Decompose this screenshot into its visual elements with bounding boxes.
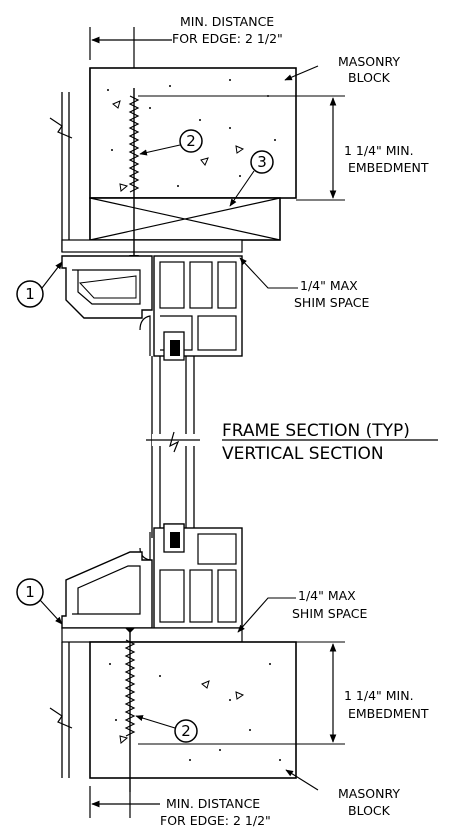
top-wall-lines bbox=[49, 68, 91, 252]
bottom-min-distance-label-1: MIN. DISTANCE bbox=[166, 796, 260, 811]
top-callout-3-leader bbox=[229, 170, 255, 207]
top-callout-2: 2 bbox=[186, 132, 196, 150]
bottom-callout-2-circle bbox=[174, 719, 198, 743]
bottom-shim-label-1: 1/4" MAX bbox=[298, 588, 356, 603]
top-shim-leader bbox=[239, 257, 298, 289]
bottom-embedment-label-2: EMBEDMENT bbox=[348, 706, 429, 721]
top-concrete-speckle bbox=[107, 79, 276, 192]
top-callout-1-leader bbox=[41, 261, 63, 289]
top-min-distance-label-1: MIN. DISTANCE bbox=[180, 14, 274, 29]
title-line-2: VERTICAL SECTION bbox=[222, 444, 384, 464]
bottom-frame-profile bbox=[61, 523, 243, 629]
bottom-wall-lines bbox=[49, 642, 73, 778]
bottom-embedment-label-1: 1 1/4" MIN. bbox=[344, 688, 414, 703]
top-callout-2-leader bbox=[139, 144, 181, 156]
top-wood-buck bbox=[89, 197, 281, 241]
bottom-callout-2: 2 bbox=[181, 722, 191, 740]
bottom-shim-label-2: SHIM SPACE bbox=[292, 606, 368, 621]
top-masonry-leader bbox=[284, 65, 319, 81]
bottom-callout-1-leader bbox=[39, 599, 63, 625]
top-embedment-dimension bbox=[138, 95, 345, 201]
top-callout-3: 3 bbox=[257, 153, 267, 171]
top-embedment-label-2: EMBEDMENT bbox=[348, 160, 429, 175]
bottom-callout-1: 1 bbox=[25, 583, 35, 601]
top-callout-1: 1 bbox=[25, 285, 35, 303]
bottom-min-distance-label-2: FOR EDGE: 2 1/2" bbox=[160, 813, 271, 828]
bottom-callout-1-circle bbox=[16, 578, 44, 606]
top-min-distance-label-2: FOR EDGE: 2 1/2" bbox=[172, 31, 283, 46]
top-shim-label-2: SHIM SPACE bbox=[294, 295, 370, 310]
top-callout-1-circle bbox=[16, 280, 44, 308]
top-shim bbox=[61, 239, 243, 253]
top-masonry-label-2: BLOCK bbox=[348, 70, 391, 85]
top-frame-profile bbox=[61, 255, 243, 361]
top-embedment-label-1: 1 1/4" MIN. bbox=[344, 143, 414, 158]
bottom-screw bbox=[124, 628, 136, 792]
title-line-1: FRAME SECTION (TYP) bbox=[222, 421, 410, 441]
bottom-masonry-leader bbox=[285, 769, 319, 791]
top-callout-3-circle bbox=[250, 150, 274, 174]
bottom-callout-2-leader bbox=[135, 715, 176, 729]
bottom-masonry-label-2: BLOCK bbox=[348, 803, 391, 818]
bottom-masonry-block bbox=[89, 641, 297, 779]
bottom-embedment-dimension bbox=[138, 641, 345, 745]
bottom-shim-leader bbox=[237, 597, 296, 633]
top-shim-label-1: 1/4" MAX bbox=[300, 278, 358, 293]
top-masonry-label-1: MASONRY bbox=[338, 54, 400, 69]
top-callout-2-circle bbox=[179, 129, 203, 153]
glazing-unit bbox=[146, 356, 200, 538]
bottom-shim bbox=[61, 627, 243, 643]
bottom-min-distance-dimension bbox=[89, 786, 160, 818]
bottom-concrete-speckle bbox=[109, 663, 281, 761]
bottom-masonry-label-1: MASONRY bbox=[338, 786, 400, 801]
